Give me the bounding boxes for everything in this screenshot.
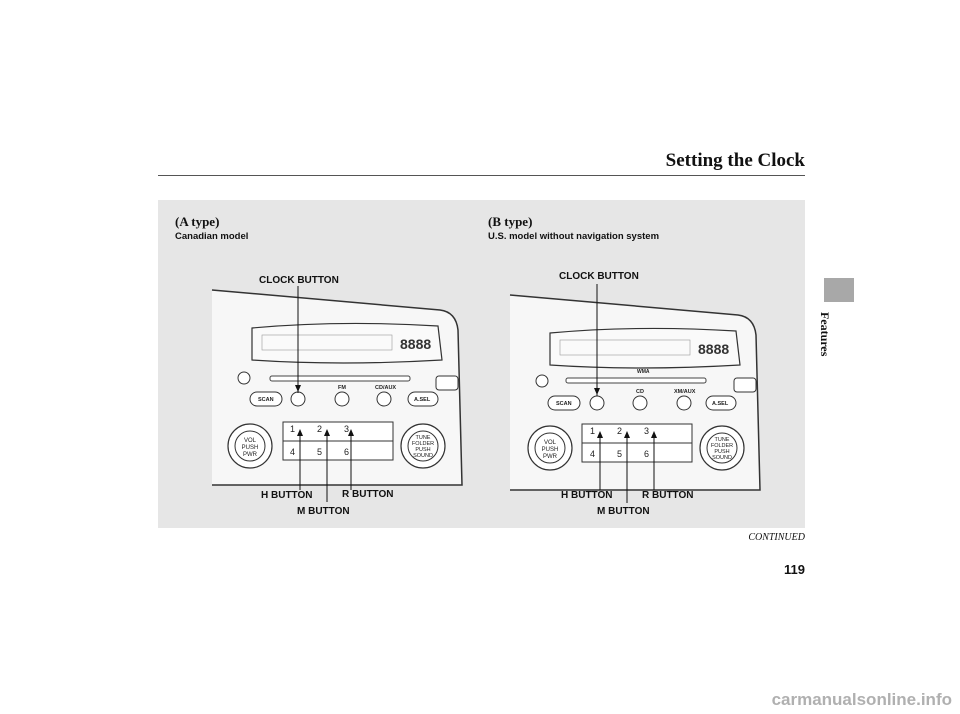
svg-text:PUSH: PUSH (542, 447, 559, 453)
svg-text:CD/AUX: CD/AUX (375, 385, 396, 391)
svg-text:PWR: PWR (543, 454, 558, 460)
svg-text:VOL: VOL (544, 440, 557, 446)
svg-text:FOLDER: FOLDER (711, 443, 733, 449)
svg-text:4: 4 (290, 447, 295, 457)
a-m-button-callout: M BUTTON (297, 506, 350, 517)
b-type-radio-illustration: 8888 WMA SCAN CD XM/AUX A.SEL VOL PUSH P… (509, 284, 761, 503)
svg-text:2: 2 (617, 426, 622, 436)
svg-text:3: 3 (644, 426, 649, 436)
page-number: 119 (784, 562, 805, 577)
svg-text:PUSH: PUSH (714, 449, 729, 455)
svg-text:TUNE: TUNE (416, 435, 431, 441)
a-type-heading: (A type) (175, 214, 220, 229)
svg-text:5: 5 (617, 449, 622, 459)
svg-text:1: 1 (590, 426, 595, 436)
header-rule (158, 175, 805, 176)
a-type-radio-illustration: 8888 SCAN FM CD/AUX A.SEL VOL PUSH PWR T… (211, 286, 463, 502)
svg-text:FM: FM (338, 385, 346, 391)
svg-text:VOL: VOL (244, 438, 257, 444)
page-title: Setting the Clock (665, 150, 805, 171)
b-format-label: WMA (637, 369, 650, 375)
b-r-button-callout: R BUTTON (642, 490, 694, 501)
svg-text:XM/AUX: XM/AUX (674, 389, 696, 395)
a-h-button-callout: H BUTTON (261, 490, 313, 501)
svg-text:FOLDER: FOLDER (412, 441, 434, 447)
svg-text:SCAN: SCAN (556, 401, 572, 407)
b-m-button-callout: M BUTTON (597, 506, 650, 517)
a-r-button-callout: R BUTTON (342, 489, 394, 500)
svg-text:SOUND: SOUND (413, 453, 433, 459)
svg-text:6: 6 (344, 447, 349, 457)
b-clock-button-callout: CLOCK BUTTON (559, 271, 639, 282)
a-clock-button-callout: CLOCK BUTTON (259, 275, 339, 286)
svg-text:PUSH: PUSH (415, 447, 430, 453)
section-tab-marker (824, 278, 854, 302)
svg-text:CD: CD (636, 389, 644, 395)
b-h-button-callout: H BUTTON (561, 490, 613, 501)
svg-text:5: 5 (317, 447, 322, 457)
svg-text:3: 3 (344, 424, 349, 434)
a-display-readout: 8888 (400, 336, 431, 352)
b-type-subheading: U.S. model without navigation system (488, 231, 660, 242)
svg-text:A.SEL: A.SEL (712, 401, 729, 407)
svg-text:SOUND: SOUND (712, 455, 732, 461)
svg-text:PUSH: PUSH (242, 445, 259, 451)
svg-text:1: 1 (290, 424, 295, 434)
svg-text:A.SEL: A.SEL (414, 397, 431, 403)
continued-note: CONTINUED (748, 532, 805, 543)
b-display-readout: 8888 (698, 341, 729, 357)
svg-text:2: 2 (317, 424, 322, 434)
svg-text:PWR: PWR (243, 452, 258, 458)
svg-text:TUNE: TUNE (715, 437, 730, 443)
svg-text:SCAN: SCAN (258, 397, 274, 403)
a-type-subheading: Canadian model (175, 231, 249, 242)
watermark: carmanualsonline.info (771, 690, 952, 709)
svg-text:4: 4 (590, 449, 595, 459)
svg-text:6: 6 (644, 449, 649, 459)
b-type-heading: (B type) (488, 214, 533, 229)
